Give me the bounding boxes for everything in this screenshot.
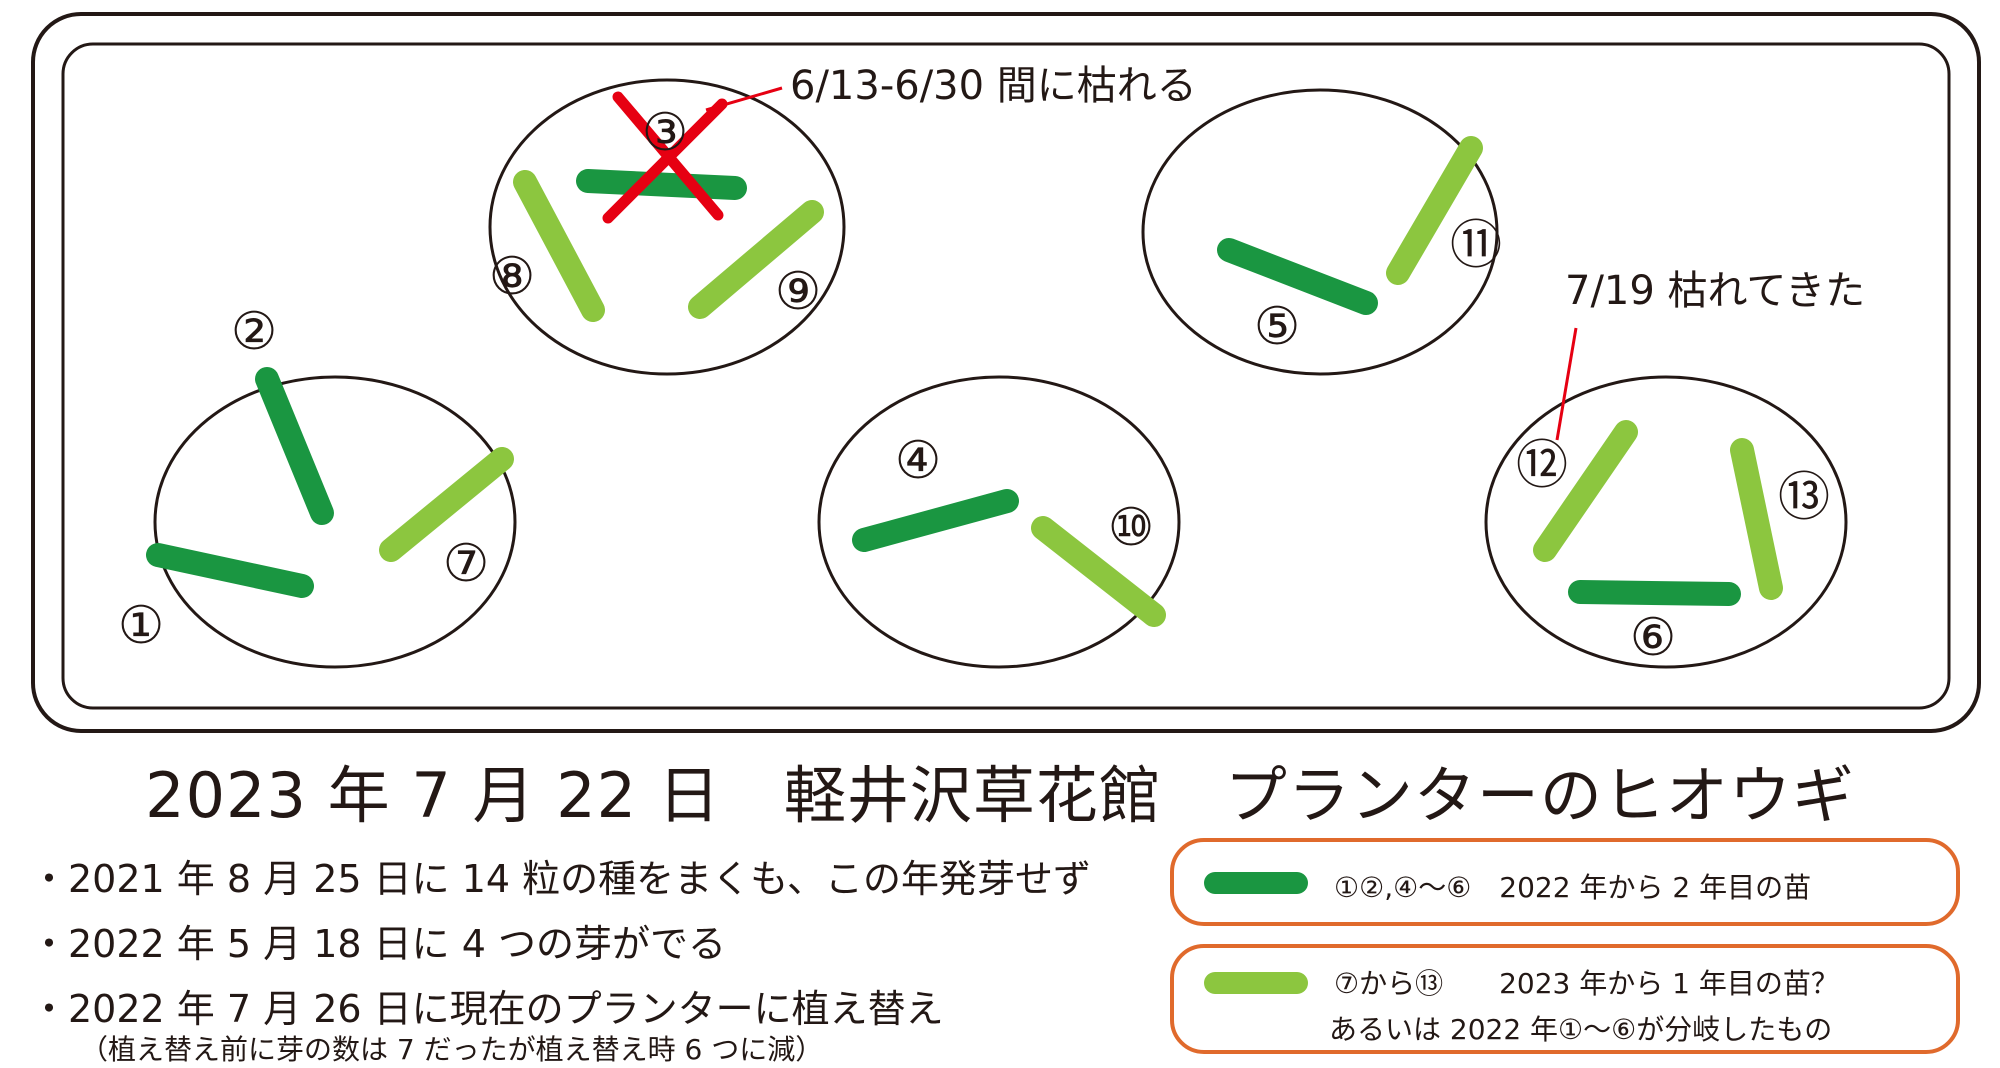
pot-top-left (488, 78, 846, 376)
plant-label-7: ⑦ (443, 534, 490, 594)
plant-label-3: ③ (642, 103, 689, 163)
plant-label-9: ⑨ (775, 262, 822, 322)
plant-label-5: ⑤ (1254, 297, 1301, 357)
plant-label-4: ④ (895, 431, 942, 491)
page-title: 2023 年 7 月 22 日 軽井沢草花館 プランターのヒオウギ (145, 759, 1855, 832)
legend-dark-box: ①②,④～⑥ 2022 年から 2 年目の苗 (1170, 838, 1960, 926)
leaf-11 (1386, 136, 1483, 285)
legend-light-text-line2: あるいは 2022 年①～⑥が分岐したもの (1329, 1013, 1833, 1046)
plant-label-11: ⑪ (1450, 216, 1502, 276)
plant-label-13: ⑬ (1778, 468, 1830, 528)
plant-label-2: ② (231, 302, 278, 362)
leaf-13 (1730, 438, 1783, 600)
plant-label-6: ⑥ (1630, 608, 1677, 668)
plant-label-10: ⑩ (1108, 498, 1155, 558)
withering-leader-line (1555, 327, 1578, 441)
leaf-6 (1568, 580, 1741, 606)
leaf-7 (379, 447, 514, 562)
legend-light-box: ⑦から⑬ 2023 年から 1 年目の苗？ あるいは 2022 年①～⑥が分岐し… (1170, 944, 1960, 1054)
pot-bottom-left (153, 375, 517, 669)
note-sprouting: ・2022 年 5 月 18 日に 4 つの芽がでる (30, 922, 726, 966)
leaf-8 (513, 170, 605, 322)
planter-inner-outline (61, 42, 1951, 710)
leaf-4 (852, 489, 1019, 552)
withered-cross-icon (602, 91, 728, 224)
planter-diagram: 6/13-6/30 間に枯れる 7/19 枯れてきた ① ② ③ ④ ⑤ ⑥ ⑦… (31, 12, 1981, 733)
leaf-12 (1533, 420, 1638, 562)
leaf-2 (255, 367, 334, 525)
planter-outer-outline (31, 12, 1981, 733)
withered-note: 6/13-6/30 間に枯れる (790, 63, 1197, 109)
plant-label-1: ① (118, 596, 165, 656)
pot-bottom-center (817, 375, 1181, 669)
leaf-1 (146, 543, 314, 598)
plant-label-12: ⑫ (1516, 436, 1568, 496)
legend-light-swatch (1204, 972, 1308, 994)
note-replanting-detail: （植え替え前に芽の数は 7 だったが植え替え時 6 つに減） (80, 1033, 824, 1066)
pot-top-right (1141, 88, 1499, 376)
leaf-5 (1217, 238, 1378, 315)
leaf-9 (688, 200, 824, 319)
leaf-3 (576, 169, 747, 200)
leaf-10 (1031, 516, 1166, 627)
withered-leader-line (705, 86, 783, 112)
legend-dark-text: ①②,④～⑥ 2022 年から 2 年目の苗 (1334, 871, 1812, 904)
withering-note: 7/19 枯れてきた (1565, 268, 1865, 314)
legend-dark-swatch (1204, 872, 1308, 894)
note-replanting: ・2022 年 7 月 26 日に現在のプランターに植え替え (30, 987, 944, 1031)
plant-label-8: ⑧ (489, 247, 536, 307)
pot-bottom-right (1484, 375, 1848, 669)
legend-light-text-line1: ⑦から⑬ 2023 年から 1 年目の苗？ (1334, 967, 1839, 1000)
note-sowing: ・2021 年 8 月 25 日に 14 粒の種をまくも、この年発芽せず (30, 857, 1092, 901)
